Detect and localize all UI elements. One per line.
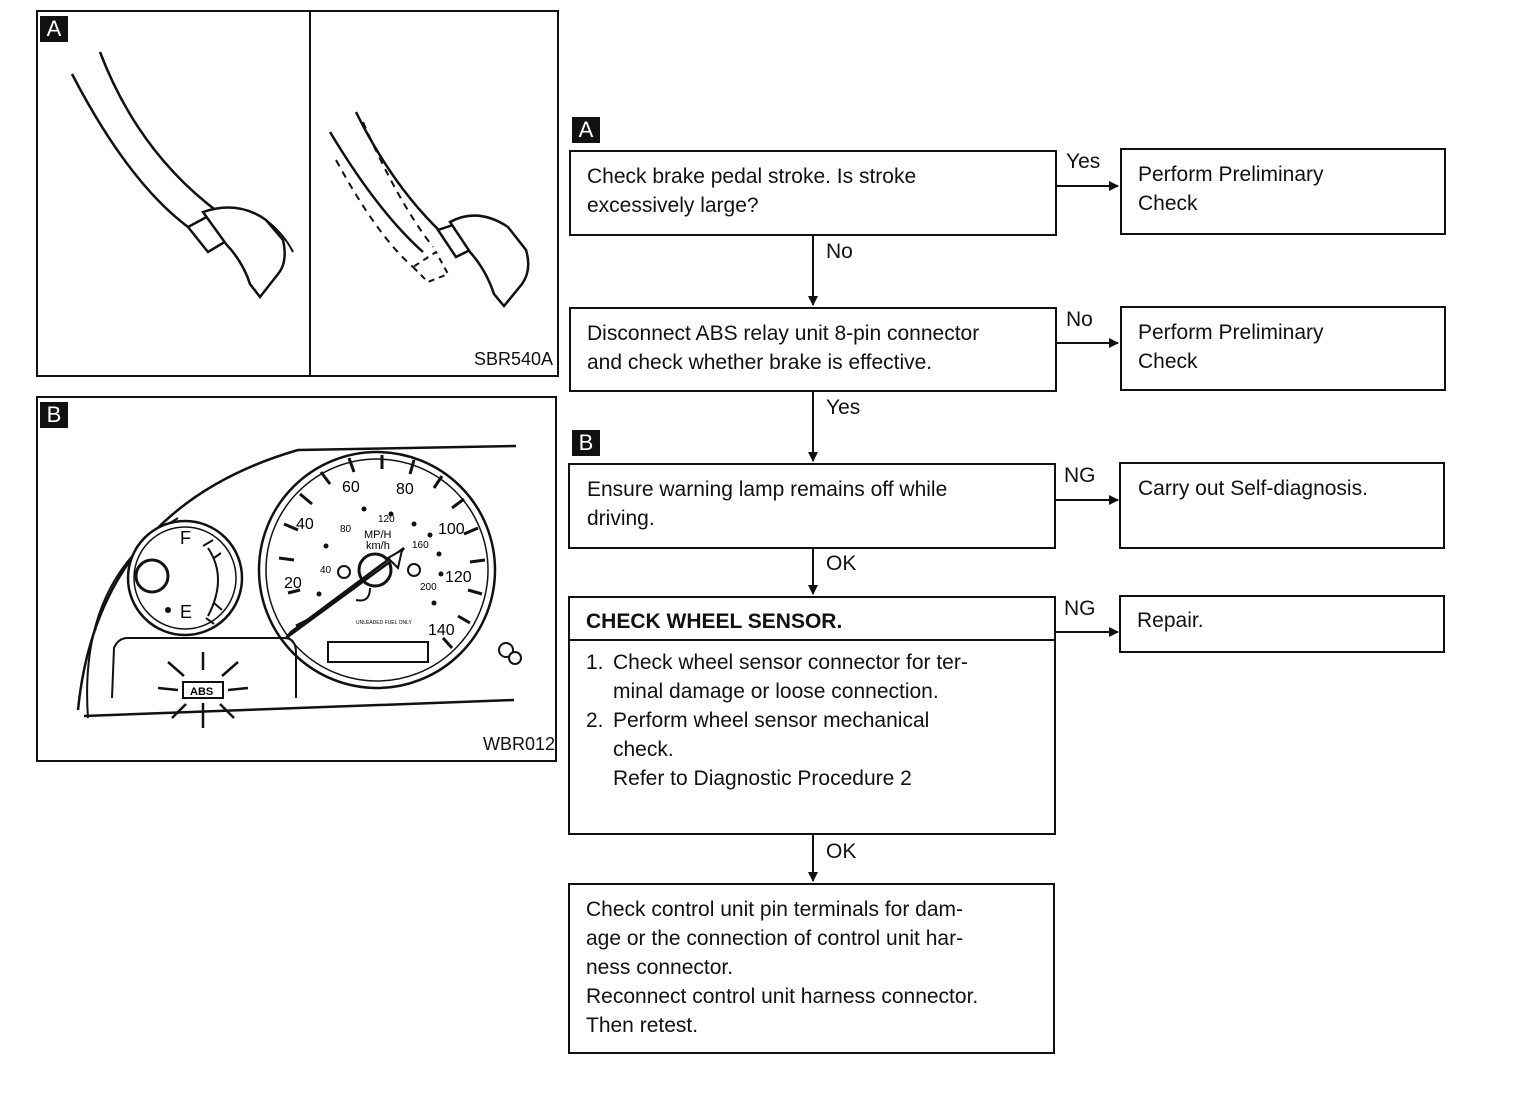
step4-item1-num: 1. — [586, 651, 604, 674]
figure-b-instrument-cluster: B F E 20 40 60 80 100 120 — [36, 396, 557, 762]
mph-80: 80 — [396, 481, 414, 498]
step1-no-label: No — [826, 240, 853, 263]
step2-yes-label: Yes — [826, 396, 861, 419]
fuel-full-text: F — [180, 528, 191, 548]
figure-a-code: SBR540A — [473, 349, 553, 369]
mph-20: 20 — [284, 575, 302, 592]
step4-title-divider — [570, 639, 1054, 641]
step3-ng-result-text: Carry out Self-diagnosis. — [1138, 477, 1368, 500]
mph-120: 120 — [445, 569, 472, 586]
figure-b-code: WBR012 — [482, 734, 555, 754]
step3-text: Ensure warning lamp remains off while dr… — [587, 478, 948, 530]
step3-box: Ensure warning lamp remains off while dr… — [568, 463, 1056, 549]
fuel-empty-text: E — [180, 602, 192, 622]
step1-yes-label: Yes — [1066, 150, 1101, 173]
fuel-note: UNLEADED FUEL ONLY — [356, 620, 413, 626]
step1-yes-result-text: Perform Preliminary Check — [1138, 163, 1324, 215]
kmh-120: 120 — [378, 514, 395, 525]
abs-warning-text: ABS — [190, 686, 213, 698]
step1-box: Check brake pedal stroke. Is stroke exce… — [569, 150, 1057, 236]
step5-text: Check control unit pin terminals for dam… — [586, 898, 979, 1037]
step4-item2-num: 2. — [586, 709, 604, 732]
figure-a-brake-pedal: A SBR540A — [36, 10, 559, 377]
step4-ng-label: NG — [1064, 597, 1096, 620]
kmh-80: 80 — [340, 524, 352, 535]
step4-item2-text: Perform wheel sensor mechanical check. R… — [613, 709, 930, 790]
kmh-40: 40 — [320, 565, 332, 576]
step3-ng-result-box: Carry out Self-diagnosis. — [1119, 462, 1445, 549]
step1-text: Check brake pedal stroke. Is stroke exce… — [587, 165, 917, 217]
instrument-cluster-illustration: F E 20 40 60 80 100 120 140 40 80 120 16… — [76, 444, 522, 728]
flow-badge-b: B — [572, 430, 600, 456]
mph-40: 40 — [296, 516, 314, 533]
unit-mph: MP/H — [364, 529, 392, 541]
step4-ng-result-box: Repair. — [1119, 595, 1445, 653]
mph-140: 140 — [428, 622, 455, 639]
step4-title: CHECK WHEEL SENSOR. — [586, 610, 843, 633]
brake-pedal-illustration — [70, 12, 530, 375]
step5-box: Check control unit pin terminals for dam… — [568, 883, 1055, 1054]
kmh-200: 200 — [420, 582, 437, 593]
step4-item1-text: Check wheel sensor connector for ter- mi… — [613, 651, 968, 703]
step3-ng-label: NG — [1064, 464, 1096, 487]
step2-text: Disconnect ABS relay unit 8-pin connecto… — [587, 322, 980, 374]
step3-ok-label: OK — [826, 552, 857, 575]
step1-yes-result-box: Perform Preliminary Check — [1120, 148, 1446, 235]
step4-box: CHECK WHEEL SENSOR. 1. Check wheel senso… — [568, 596, 1056, 835]
step2-no-result-text: Perform Preliminary Check — [1138, 321, 1324, 373]
mph-60: 60 — [342, 479, 360, 496]
kmh-160: 160 — [412, 540, 429, 551]
unit-kmh: km/h — [366, 540, 390, 552]
mph-100: 100 — [438, 521, 465, 538]
flow-badge-a: A — [572, 117, 600, 143]
figure-b-badge: B — [40, 402, 68, 428]
step4-ng-result-text: Repair. — [1137, 609, 1204, 632]
step2-no-label: No — [1066, 308, 1093, 331]
step4-ok-label: OK — [826, 840, 857, 863]
figure-a-badge: A — [40, 16, 68, 42]
step2-box: Disconnect ABS relay unit 8-pin connecto… — [569, 307, 1057, 392]
step2-no-result-box: Perform Preliminary Check — [1120, 306, 1446, 391]
